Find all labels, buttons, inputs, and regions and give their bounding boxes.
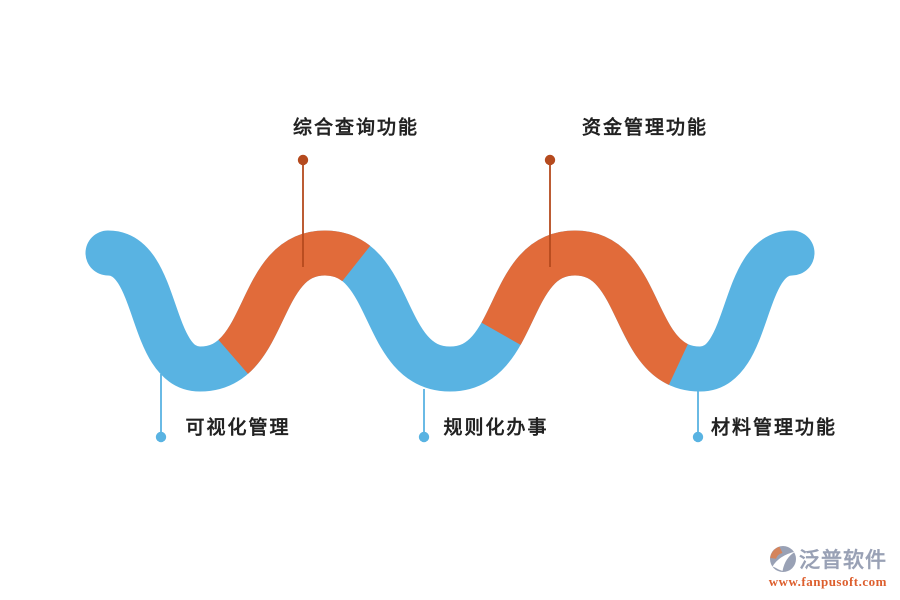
label-rule-based-work: 规则化办事 [443, 416, 549, 439]
leader-dot-top-2 [544, 154, 556, 166]
watermark: 泛普软件 www.fanpusoft.com [769, 544, 887, 590]
label-material-management: 材料管理功能 [710, 416, 838, 439]
wave-path-blue [85, 230, 815, 392]
label-fund-management: 资金管理功能 [581, 116, 709, 139]
fanpu-logo-icon [770, 546, 796, 572]
logo-accent-wedge [770, 546, 783, 559]
watermark-brand-text: 泛普软件 [799, 548, 887, 572]
label-visual-management: 可视化管理 [185, 416, 291, 439]
leader-dot-bottom-2 [418, 431, 430, 443]
leader-dot-top-1 [297, 154, 309, 166]
leader-dot-bottom-3 [692, 431, 704, 443]
leader-dot-bottom-1 [155, 431, 167, 443]
logo-swoosh [772, 551, 796, 571]
watermark-url-text: www.fanpusoft.com [768, 574, 887, 589]
label-query-function: 综合查询功能 [292, 116, 420, 139]
